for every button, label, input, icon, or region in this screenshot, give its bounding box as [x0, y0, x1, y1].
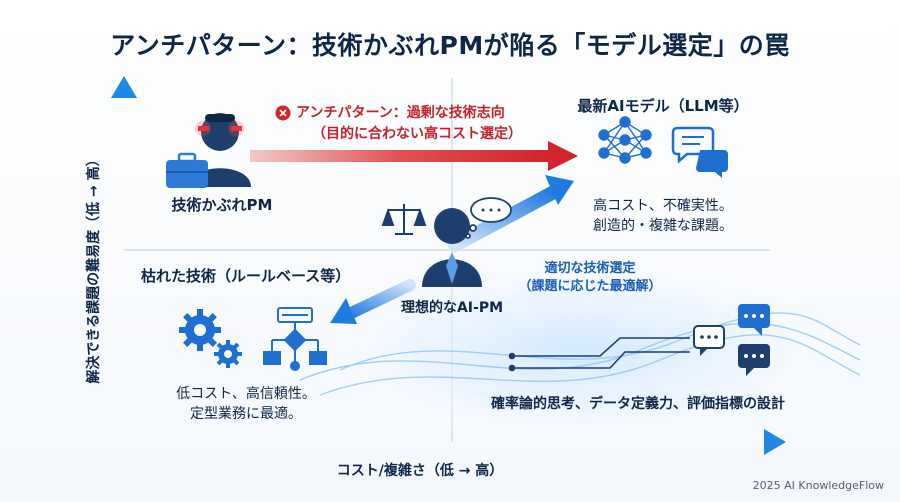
antipattern-sublabel: （目的に合わない高コスト選定） — [312, 126, 522, 142]
y-axis — [111, 76, 137, 442]
appropriate-selection-label: 適切な技術選定 （課題に応じた最適解） — [518, 261, 662, 295]
small-gear-icon — [214, 340, 242, 368]
thought-bubble-icon — [465, 197, 512, 239]
tech-pm-label: 技術かぶれPM — [171, 196, 273, 214]
circuit-lines — [508, 337, 690, 372]
llm-description: 高コスト、不確実性。 創造的・複雑な課題。 — [593, 198, 733, 235]
message-bubble-icon-2 — [738, 304, 770, 336]
wave-lines — [299, 312, 861, 396]
ideal-pm-person-icon — [422, 208, 482, 287]
close-circle-icon — [275, 105, 291, 121]
neural-network-icon — [598, 116, 652, 164]
footer-credit: 2025 AI KnowledgeFlow — [752, 479, 884, 492]
flowchart-icon — [263, 307, 327, 371]
rule-based-title: 枯れた技術（ルールベース等） — [141, 267, 351, 285]
skills-label: 確率論的思考、データ定義力、評価指標の設計 — [491, 396, 785, 412]
chat-bubbles-icon — [671, 126, 728, 178]
llm-title: 最新AIモデル（LLM等） — [577, 97, 749, 115]
briefcase-icon — [166, 152, 208, 188]
antipattern-label: アンチパターン：過剰な技術志向 — [296, 105, 505, 121]
antipattern-arrow — [250, 141, 578, 171]
page-title: アンチパターン：技術かぶれPMが陥る「モデル選定」の罠 — [110, 31, 790, 60]
y-axis-label: 解決できる課題の難易度（低 → 高） — [86, 152, 102, 384]
x-axis — [124, 429, 786, 455]
rule-based-description: 低コスト、高信頼性。 定型業務に最適。 — [176, 386, 316, 423]
glow-effect — [300, 255, 860, 445]
message-bubble-icon-1 — [693, 325, 725, 356]
gear-icon — [179, 309, 221, 351]
ideal-pm-label: 理想的なAI-PM — [400, 300, 504, 316]
scales-icon — [381, 204, 427, 235]
blue-arrow-down-left — [330, 279, 416, 324]
x-axis-label: コスト/複雑さ（低 → 高） — [336, 463, 504, 479]
message-bubble-icon-3 — [738, 344, 770, 376]
